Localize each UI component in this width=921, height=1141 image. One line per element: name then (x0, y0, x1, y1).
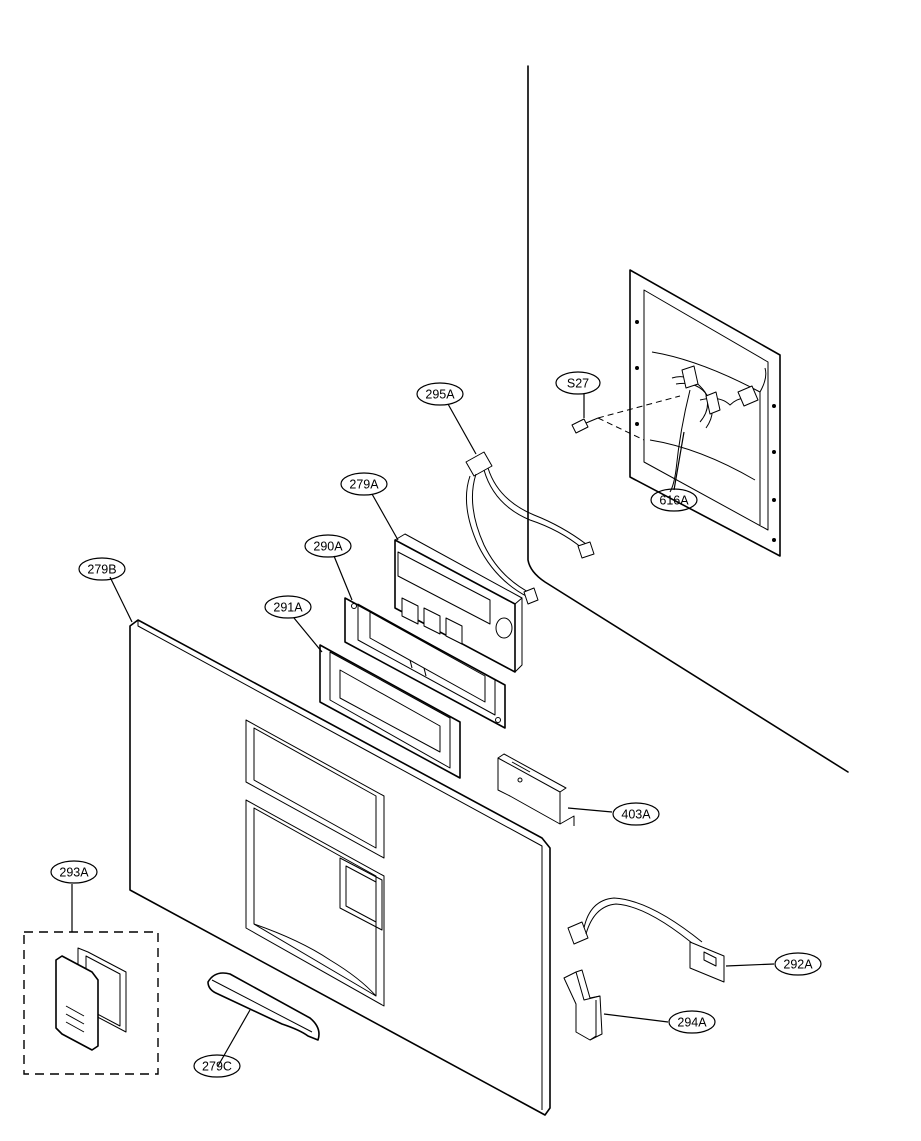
wire-harness-295A (465, 451, 595, 605)
callout-290A: 290A (304, 534, 352, 558)
callout-294A: 294A (668, 1010, 716, 1034)
leader-lines (71, 394, 775, 1067)
wiring-harness-616A (669, 365, 767, 493)
callout-279B: 279B (78, 557, 126, 581)
callout-293A: 293A (50, 860, 98, 884)
dispenser-kit-293A (23, 931, 159, 1075)
wire-harness-292A (567, 897, 725, 983)
callout-279A: 279A (340, 472, 388, 496)
dispenser-cover-279B (129, 619, 551, 1116)
label-292A: 292A (783, 958, 813, 972)
callout-S27: S27 (555, 371, 601, 395)
label-S27: S27 (567, 377, 589, 391)
control-board-279A (394, 533, 523, 673)
switch-403A (497, 753, 575, 826)
drip-tray-279C (207, 972, 320, 1041)
refrigerator-door-outline (527, 65, 849, 773)
label-290A: 290A (313, 540, 343, 554)
callout-616A: 616A (650, 488, 698, 512)
label-295A: 295A (425, 388, 455, 402)
label-293A: 293A (59, 866, 89, 880)
screw-S27 (571, 395, 681, 441)
label-294A: 294A (677, 1016, 707, 1030)
label-616A: 616A (659, 494, 689, 508)
label-279C: 279C (202, 1060, 232, 1074)
bezel-frame-290A (344, 597, 506, 729)
callout-403A: 403A (612, 802, 660, 826)
label-291A: 291A (273, 601, 303, 615)
label-279B: 279B (87, 563, 116, 577)
dispenser-recess-housing (629, 269, 781, 557)
callout-291A: 291A (264, 595, 312, 619)
label-403A: 403A (621, 808, 651, 822)
bracket-294A (563, 969, 603, 1041)
gasket-291A (319, 644, 461, 779)
label-279A: 279A (349, 478, 379, 492)
callout-295A: 295A (416, 382, 464, 406)
callout-292A: 292A (774, 952, 822, 976)
callout-279C: 279C (193, 1054, 241, 1078)
